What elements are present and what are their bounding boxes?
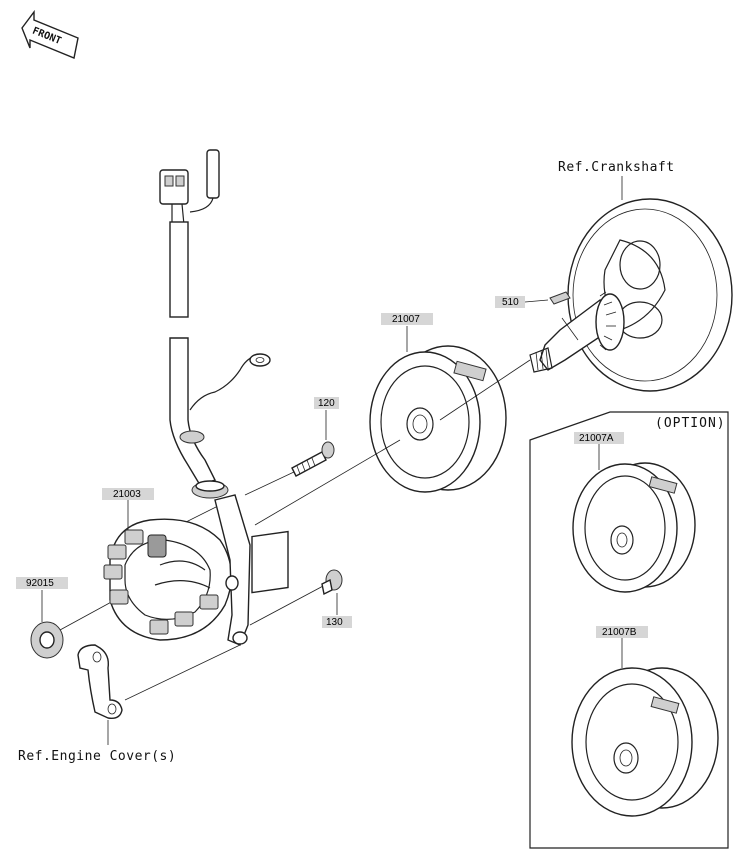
crankshaft-wheel bbox=[567, 198, 733, 392]
svg-text:21003: 21003 bbox=[113, 489, 141, 500]
part-label-21007: 21007 bbox=[381, 313, 433, 325]
bolt-130 bbox=[321, 569, 343, 596]
ref-engine-cover-label: Ref.Engine Cover(s) bbox=[18, 749, 176, 764]
engine-cover-plate bbox=[77, 644, 123, 720]
front-arrow-icon: FRONT bbox=[21, 9, 79, 59]
svg-text:21007B: 21007B bbox=[602, 627, 637, 638]
part-label-92015: 92015 bbox=[16, 577, 68, 589]
nut-92015 bbox=[30, 621, 64, 659]
svg-text:130: 130 bbox=[326, 617, 343, 628]
flywheel-21007B bbox=[571, 667, 719, 817]
svg-text:21007A: 21007A bbox=[579, 433, 614, 444]
option-title: (OPTION) bbox=[655, 416, 726, 431]
bolt-120 bbox=[291, 441, 335, 477]
ref-crankshaft-label: Ref.Crankshaft bbox=[558, 160, 675, 175]
key-510 bbox=[549, 291, 571, 305]
part-label-120: 120 bbox=[314, 397, 339, 409]
part-label-130: 130 bbox=[322, 616, 352, 628]
part-label-21007B: 21007B bbox=[596, 626, 648, 638]
option-box: (OPTION) bbox=[529, 411, 729, 849]
crankshaft-shaft bbox=[529, 291, 625, 373]
svg-text:510: 510 bbox=[502, 297, 519, 308]
flywheel-21007 bbox=[369, 345, 507, 493]
svg-text:92015: 92015 bbox=[26, 578, 54, 589]
part-label-510: 510 bbox=[495, 296, 525, 308]
part-label-21007A: 21007A bbox=[574, 432, 624, 444]
stator-21003 bbox=[103, 494, 289, 646]
flywheel-21007A bbox=[572, 462, 696, 593]
svg-text:21007: 21007 bbox=[392, 314, 420, 325]
wire-harness bbox=[159, 149, 271, 499]
svg-text:120: 120 bbox=[318, 398, 335, 409]
part-label-21003: 21003 bbox=[102, 488, 154, 500]
